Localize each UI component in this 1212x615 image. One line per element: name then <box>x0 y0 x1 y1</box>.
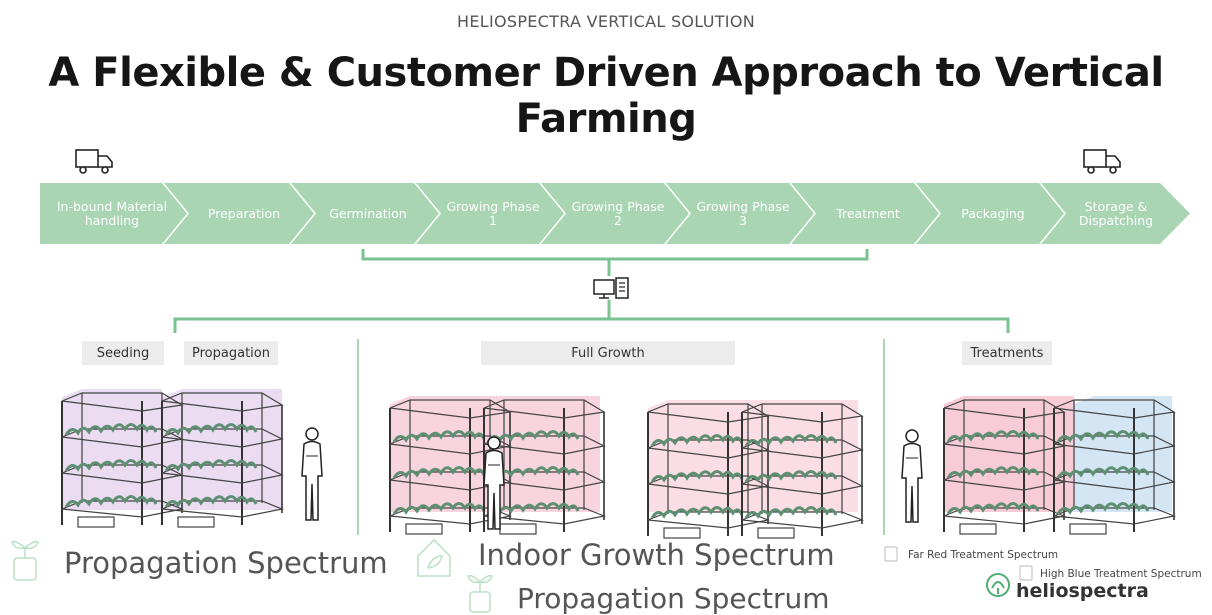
truck-icon <box>1083 149 1121 174</box>
spectrum-label-indoor-growth: Indoor Growth Spectrum <box>478 538 835 572</box>
person-figure <box>301 427 323 521</box>
process-chevron-band <box>40 183 1190 244</box>
zone-label-seeding: Seeding <box>82 341 164 365</box>
spectrum-label-propagation-center: Propagation Spectrum <box>517 582 830 615</box>
sprout-icon <box>11 540 39 581</box>
brand-name: heliospectra <box>1016 580 1149 602</box>
spectrum-label-far-red: Far Red Treatment Spectrum <box>908 549 1059 561</box>
process-step-germination: Germination <box>329 205 407 221</box>
page-kicker: HELIOSPECTRA VERTICAL SOLUTION <box>457 12 755 31</box>
process-step-packaging: Packaging <box>961 205 1025 221</box>
process-step-preparation: Preparation <box>207 205 281 221</box>
truck-icon <box>75 149 113 174</box>
process-step-storage: Storage &Dispatching <box>1078 198 1154 228</box>
connector-lines <box>173 249 1010 333</box>
document-icon <box>1019 565 1033 581</box>
person-figure <box>901 429 923 523</box>
zone-label-propagation: Propagation <box>184 341 278 365</box>
leaf-house-icon <box>417 538 451 577</box>
page-title: A Flexible & Customer Driven Approach to… <box>48 50 1164 142</box>
zone-label-full-growth: Full Growth <box>481 341 735 365</box>
sprout-icon <box>467 574 493 613</box>
spectrum-label-propagation: Propagation Spectrum <box>64 546 388 580</box>
document-icon <box>884 546 898 562</box>
process-step-treatment: Treatment <box>836 205 900 221</box>
brand-logo-icon <box>986 573 1010 597</box>
computer-icon <box>593 277 629 299</box>
spectrum-label-high-blue: High Blue Treatment Spectrum <box>1040 568 1202 580</box>
zone-label-treatments: Treatments <box>962 341 1052 365</box>
